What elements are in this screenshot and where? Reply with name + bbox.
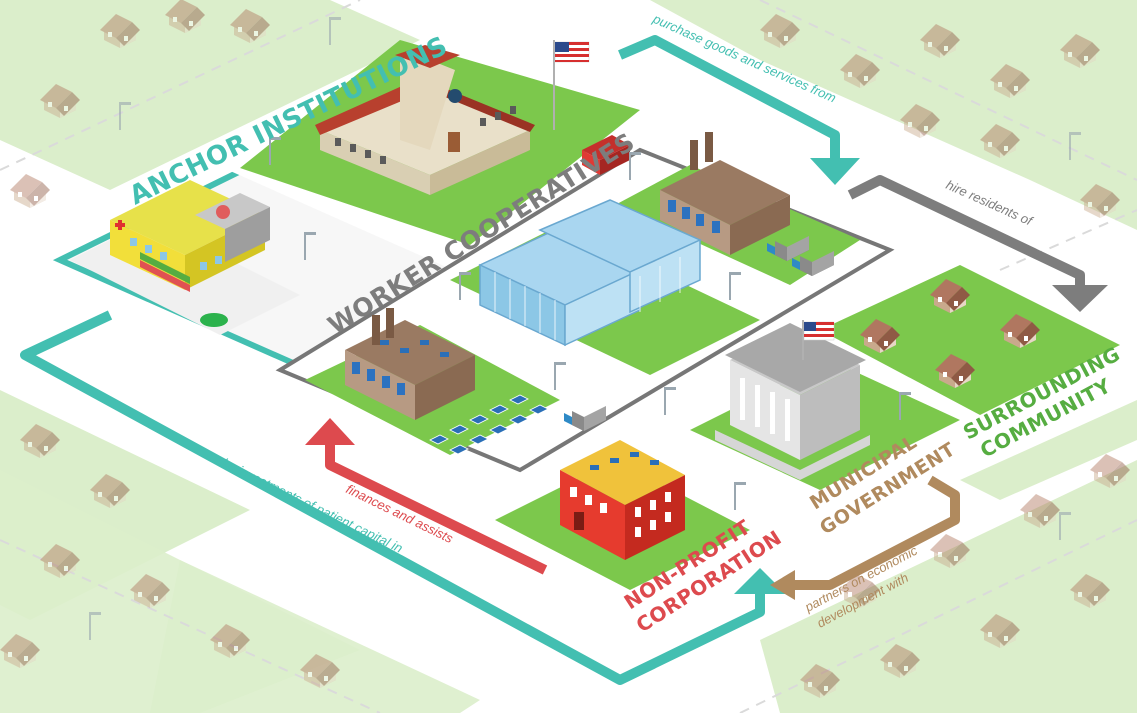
factory-icon	[345, 308, 475, 420]
non-profit-building-icon	[560, 440, 685, 560]
municipal-government-zone	[690, 320, 960, 490]
arrow-head	[770, 570, 795, 600]
invest-arrow	[20, 310, 765, 685]
factory-icon	[660, 132, 790, 255]
flag-icon	[553, 40, 590, 130]
truck-icon	[582, 135, 630, 175]
purchase-arrow	[618, 35, 840, 160]
surrounding-community-zone	[820, 265, 1120, 415]
greenhouse-icon	[478, 199, 702, 347]
finances-arrow	[325, 440, 548, 575]
hire-arrow	[847, 175, 1085, 290]
helipad	[200, 313, 228, 327]
hospital-icon	[110, 180, 270, 292]
flag-icon	[802, 320, 835, 360]
non-profit-corporation-zone	[495, 440, 750, 590]
arrow-head	[734, 568, 786, 594]
arrow-head	[305, 418, 355, 445]
school-icon	[315, 45, 535, 195]
city-hall-icon	[715, 323, 870, 480]
arrow-head	[810, 158, 860, 185]
partners-arrow	[790, 475, 960, 590]
worker-cooperatives-zone	[275, 132, 895, 473]
arrow-head	[1052, 285, 1108, 312]
